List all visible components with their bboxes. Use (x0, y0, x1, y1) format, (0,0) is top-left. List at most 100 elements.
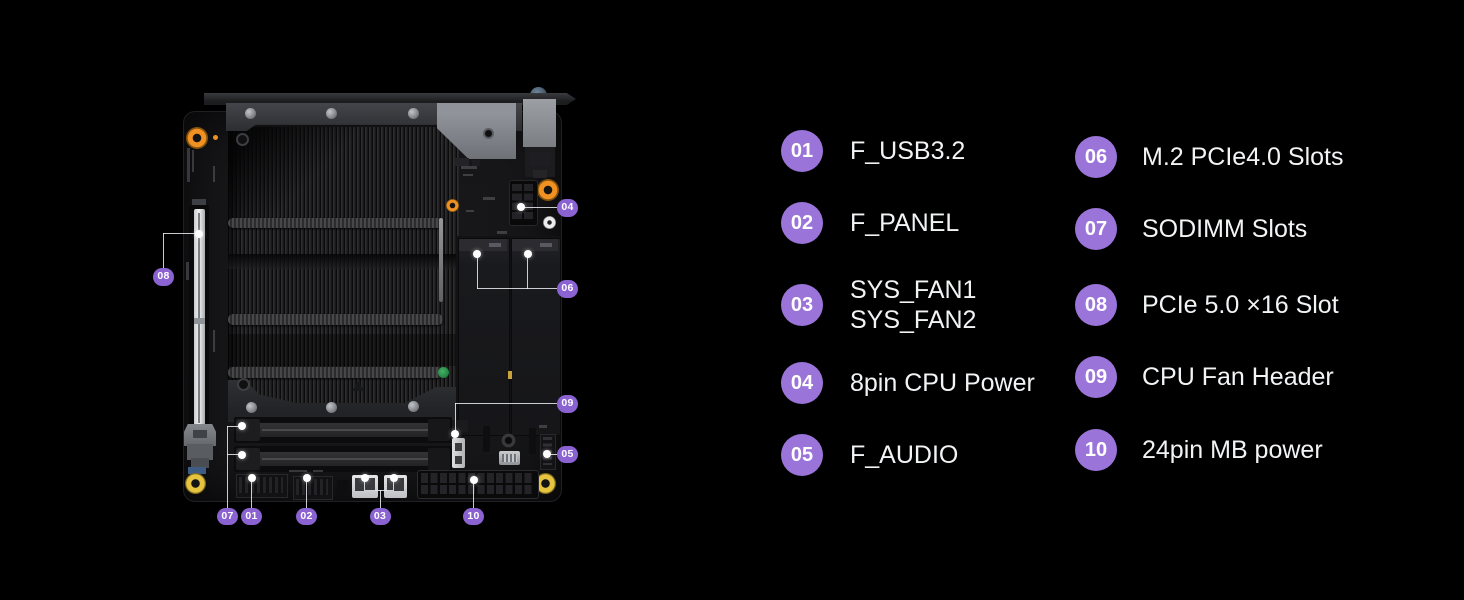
legend-badge-02: 02 (781, 202, 823, 244)
silkscreen-mark (187, 148, 190, 182)
heatpipe-row (228, 218, 443, 228)
callout-line (454, 403, 456, 434)
small-component (533, 170, 547, 178)
silkscreen-mark (483, 197, 495, 200)
small-component (472, 160, 480, 166)
callout-line (476, 254, 478, 289)
screw-icon (237, 377, 250, 391)
heatsink-recess-band (228, 254, 459, 269)
callout-label-04: 04 (557, 199, 578, 217)
orange-dot (213, 134, 218, 140)
callout-line (163, 233, 164, 269)
legend-label-10: 24pin MB power (1142, 436, 1323, 464)
mounting-hole-yellow (534, 472, 556, 494)
heatsink-shade (228, 127, 358, 227)
callout-dot (517, 203, 525, 211)
legend-badge-06: 06 (1075, 136, 1117, 178)
heatpipe-row (228, 367, 443, 378)
mounting-hole-yellow (184, 472, 206, 494)
post-component-stem (483, 426, 490, 452)
silkscreen-mark (497, 231, 507, 234)
callout-label-08: 08 (153, 268, 174, 286)
legend-label-09: CPU Fan Header (1142, 363, 1334, 391)
silkscreen-mark (463, 174, 473, 176)
legend-label-05: F_AUDIO (850, 441, 959, 469)
ring-component (500, 432, 516, 448)
m2-slot-1-label-dash (489, 243, 501, 247)
silkscreen-mark (461, 166, 477, 169)
legend-badge-05: 05 (781, 434, 823, 476)
front-panel-header-pins (296, 479, 328, 495)
callout-dot (237, 422, 246, 430)
callout-line (227, 425, 242, 427)
legend-badge-09: 09 (1075, 356, 1117, 398)
cpu-8pin-divider (521, 183, 524, 221)
callout-line (473, 480, 474, 508)
mounting-hole-orange (185, 126, 208, 149)
callout-label-03: 03 (369, 507, 391, 525)
legend-badge-08: 08 (1075, 284, 1117, 326)
cpu-fan-header-slot (455, 443, 462, 451)
callout-label-09: 09 (557, 395, 578, 413)
screw-icon (407, 107, 419, 119)
silkscreen-mark (313, 470, 323, 472)
callout-dot (451, 429, 459, 438)
legend-label-03: SYS_FAN1 SYS_FAN2 (850, 276, 977, 334)
callout-line (251, 478, 252, 508)
callout-dot (194, 229, 203, 238)
legend-badge-01: 01 (781, 130, 823, 172)
pcie-latch-detail (193, 430, 207, 438)
callout-line (306, 478, 307, 508)
triangle-mark-icon (352, 381, 364, 391)
mounting-hole-orange-small (445, 198, 459, 212)
heatpipe-row (228, 314, 443, 325)
standoff-white (542, 215, 556, 229)
silkscreen-mark (289, 470, 307, 472)
callout-line (527, 254, 528, 289)
callout-line (227, 426, 228, 508)
callout-label-06: 06 (557, 280, 578, 298)
post-component-stem (529, 428, 536, 454)
callout-line (163, 233, 199, 234)
atx-24pin-divider (420, 482, 534, 485)
small-component (452, 420, 468, 432)
post-component (524, 417, 540, 430)
screw-icon (326, 107, 337, 119)
silkscreen-mark (186, 262, 189, 280)
callout-line (227, 454, 242, 455)
callout-dot (469, 476, 478, 484)
blue-connector (188, 467, 206, 474)
legend-label-02: F_PANEL (850, 209, 960, 237)
green-led-icon (437, 366, 449, 378)
heatsink-recess-band-2 (228, 334, 459, 366)
pcie-latch-low (191, 458, 209, 468)
cpu-fan-header-slot (455, 456, 462, 464)
screw-icon (408, 400, 419, 412)
callout-dot (237, 450, 246, 459)
callout-dot (302, 474, 311, 482)
legend-badge-03: 03 (781, 284, 823, 326)
callout-label-05: 05 (557, 445, 578, 463)
legend-label-06: M.2 PCIe4.0 Slots (1142, 143, 1344, 171)
callout-line (364, 477, 365, 490)
legend-badge-10: 10 (1075, 429, 1117, 471)
callout-line (364, 489, 394, 491)
callout-dot (360, 473, 369, 482)
mounting-hole-orange (537, 179, 559, 201)
legend-label-01: F_USB3.2 (850, 137, 966, 165)
screw-icon (244, 107, 256, 119)
m2-slot-2-header (511, 239, 558, 251)
m2-slot-2-label-dash (540, 243, 552, 247)
silkscreen-mark (213, 330, 215, 352)
callout-line (476, 288, 557, 289)
io-flange-bar (204, 93, 576, 105)
sodimm-slot-1-line (262, 429, 440, 431)
callout-label-10: 10 (463, 507, 484, 525)
silkscreen-mark (213, 166, 215, 182)
callout-line (548, 453, 557, 455)
screw-icon (482, 127, 494, 139)
pcie-slot-top-tab (192, 199, 206, 207)
callout-dot (473, 250, 481, 258)
